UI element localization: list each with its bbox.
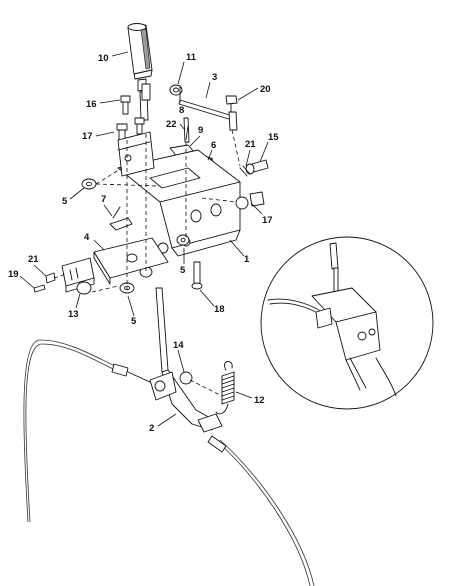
control-cables bbox=[23, 339, 315, 586]
callout-21-lower: 21 bbox=[28, 254, 39, 265]
nut-17-right bbox=[235, 191, 265, 210]
leader-lines bbox=[19, 51, 269, 427]
callout-3: 3 bbox=[212, 72, 217, 83]
shift-lever-upper bbox=[139, 83, 151, 121]
callout-16: 16 bbox=[86, 99, 97, 110]
callout-15: 15 bbox=[268, 132, 279, 143]
callout-17-right: 17 bbox=[262, 215, 273, 226]
callout-labels: 10 11 3 20 16 8 22 9 6 21 15 17 5 7 17 4… bbox=[8, 52, 279, 434]
switch-bracket-4 bbox=[93, 237, 169, 285]
nut-11 bbox=[169, 84, 183, 96]
switch-13 bbox=[61, 257, 95, 295]
callout-8: 8 bbox=[179, 105, 184, 116]
callout-12: 12 bbox=[254, 395, 265, 406]
callout-5-center: 5 bbox=[180, 265, 186, 276]
screws-19-21 bbox=[33, 272, 56, 293]
nut-20 bbox=[225, 95, 238, 113]
inset-detail bbox=[260, 236, 434, 410]
callout-18: 18 bbox=[214, 304, 225, 315]
rod-3 bbox=[178, 85, 238, 131]
bolt-18 bbox=[191, 261, 203, 290]
callout-7: 7 bbox=[101, 194, 106, 205]
washer-5-left bbox=[81, 178, 97, 190]
callout-10: 10 bbox=[98, 53, 109, 64]
callout-13: 13 bbox=[68, 309, 79, 320]
callout-22: 22 bbox=[166, 119, 177, 130]
callout-17-upper: 17 bbox=[82, 131, 93, 142]
shift-arm-2 bbox=[149, 287, 223, 433]
bolt-16 bbox=[120, 95, 131, 115]
callout-9: 9 bbox=[198, 125, 203, 136]
spring-12 bbox=[215, 361, 235, 415]
callout-5-left: 5 bbox=[62, 196, 68, 207]
callout-2: 2 bbox=[149, 423, 154, 434]
shift-knob bbox=[127, 23, 153, 92]
callout-6: 6 bbox=[211, 140, 216, 151]
callout-21-upper: 21 bbox=[245, 139, 256, 150]
knob-15 bbox=[245, 159, 269, 175]
callout-5-lower: 5 bbox=[131, 316, 137, 327]
callout-14: 14 bbox=[173, 340, 184, 351]
spring-clip-7 bbox=[109, 206, 133, 231]
callout-1: 1 bbox=[244, 254, 250, 265]
callout-19: 19 bbox=[8, 269, 19, 280]
assembly-lines bbox=[53, 129, 241, 397]
callout-11: 11 bbox=[186, 52, 197, 63]
clip-21-upper bbox=[239, 165, 251, 177]
pin-8 bbox=[183, 117, 190, 143]
callout-4: 4 bbox=[84, 232, 90, 243]
callout-20: 20 bbox=[260, 84, 271, 95]
mounting-bracket-1 bbox=[117, 131, 241, 257]
